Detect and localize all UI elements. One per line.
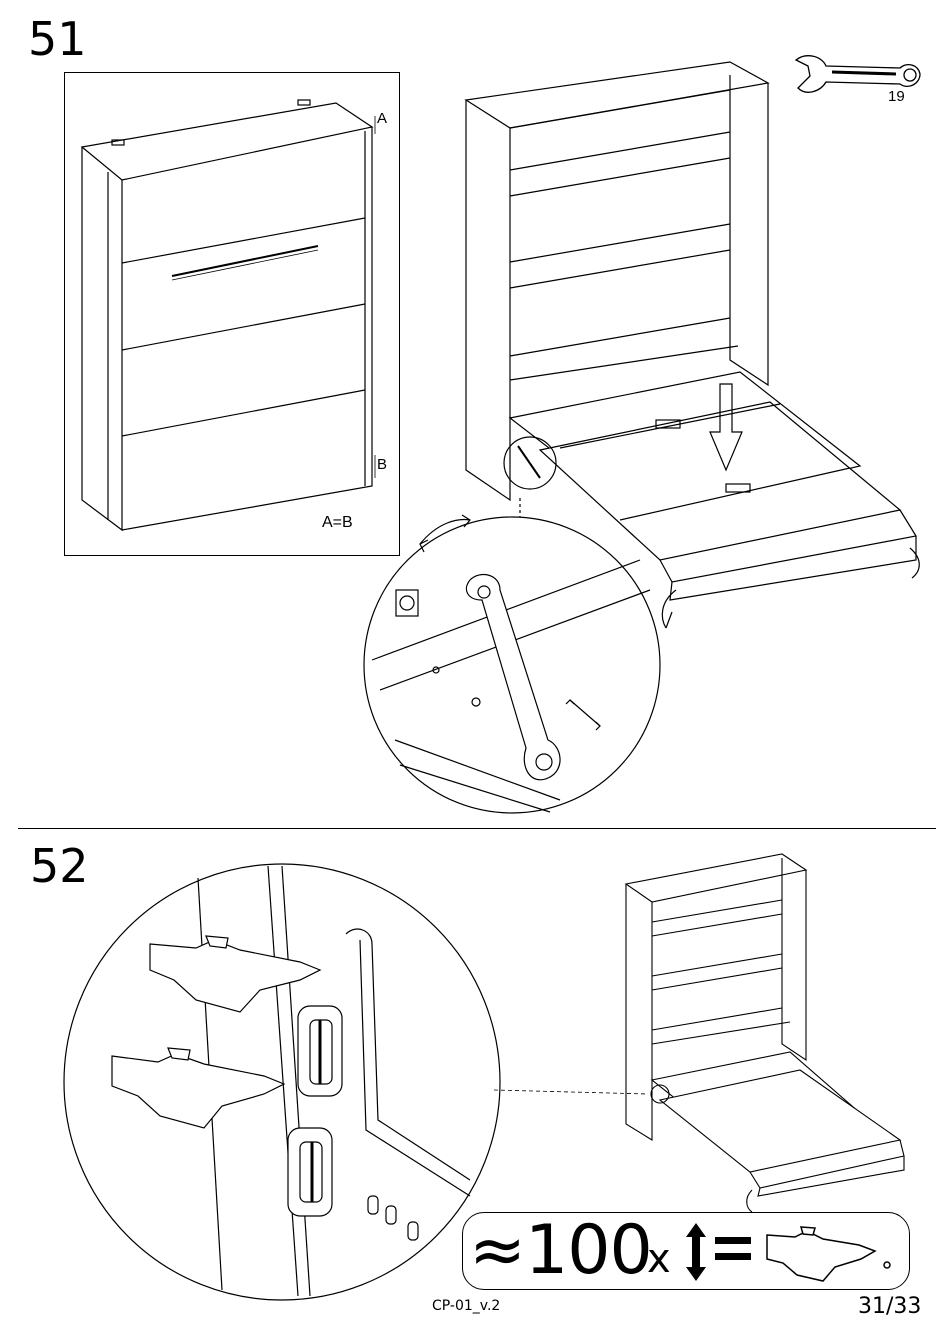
bed-overview-illustration bbox=[626, 854, 904, 1212]
page-number: 31/33 bbox=[858, 1294, 921, 1319]
equation-label: A=B bbox=[322, 514, 353, 532]
up-down-arrow-icon bbox=[463, 1213, 911, 1291]
hinge-detail-zoom bbox=[364, 498, 660, 813]
label-b: B bbox=[377, 456, 387, 473]
closed-cabinet-illustration bbox=[82, 100, 375, 530]
wrench-size-label: 19 bbox=[888, 88, 905, 105]
label-a: A bbox=[377, 110, 387, 127]
detail-connector-line bbox=[494, 1090, 648, 1094]
open-bed-illustration bbox=[466, 62, 919, 628]
document-code: CP-01_v.2 bbox=[432, 1298, 500, 1314]
oil-can-icon bbox=[767, 1227, 890, 1281]
wrench-icon bbox=[796, 56, 920, 93]
lubrication-instruction-box: ≈100 x bbox=[462, 1212, 910, 1290]
lubrication-detail-zoom bbox=[64, 864, 500, 1300]
step-divider bbox=[18, 828, 936, 829]
